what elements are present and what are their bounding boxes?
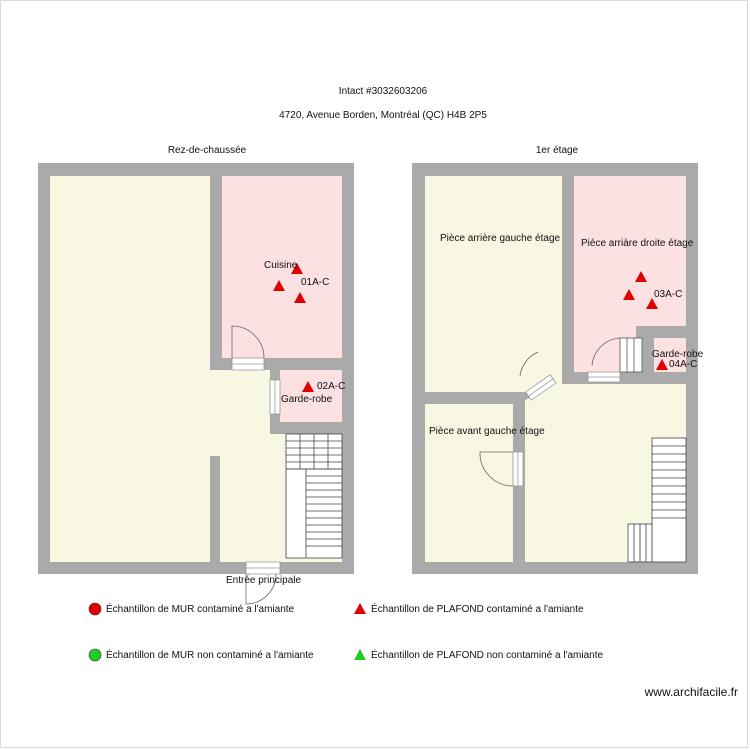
sample-triangle-01c: [294, 292, 306, 303]
upper-closet-stairs: [619, 337, 643, 373]
ground-main-room: [50, 176, 210, 562]
entrance-door: [245, 573, 277, 605]
kitchen-door: [231, 325, 265, 359]
sample-label-01: 01A-C: [301, 277, 330, 288]
upper-floor-label: 1er étage: [535, 145, 579, 156]
room-label-kitchen: Cuisine: [264, 260, 298, 271]
room-label-back-right: Pièce arriàre droite étage: [581, 238, 694, 249]
upper-stairs: [627, 437, 687, 563]
sample-triangle-01b: [273, 280, 285, 291]
room-label-back-left: Pièce arrière gauche étage: [440, 233, 561, 244]
legend-wall-clean: Échantillon de MUR non contaminé a l'ami…: [88, 647, 314, 663]
sample-triangle-01a: [291, 263, 303, 274]
sample-triangle-04: [656, 359, 668, 370]
upper-back-left-room: [425, 176, 562, 392]
red-circle-icon: [88, 602, 102, 616]
red-triangle-icon: [354, 603, 366, 614]
upper-hall: [525, 384, 686, 562]
branding-link[interactable]: www.archifacile.fr: [644, 685, 738, 699]
project-address: 4720, Avenue Borden, Montréal (QC) H4B 2…: [279, 110, 487, 121]
sample-triangle-03b: [623, 289, 635, 300]
green-triangle-icon: [354, 649, 366, 660]
sample-triangle-03c: [646, 298, 658, 309]
upper-back-right-room: [574, 176, 686, 326]
room-label-ground-closet: Garde-robe: [281, 394, 333, 405]
project-title: Intact #3032603206: [338, 86, 428, 97]
entrance-label: Entrée principale: [226, 575, 302, 586]
ground-stairs: [285, 433, 343, 559]
sample-triangle-03a: [635, 271, 647, 282]
legend-ceiling-clean: Échantillon de PLAFOND non contaminé a l…: [353, 647, 603, 663]
sample-label-02: 02A-C: [317, 381, 346, 392]
green-circle-icon: [88, 648, 102, 662]
sample-triangle-02: [302, 381, 314, 392]
sample-label-03: 03A-C: [654, 289, 683, 300]
room-label-upper-closet: Garde-robe: [652, 349, 704, 360]
sample-label-04: 04A-C: [669, 359, 698, 370]
legend-ceiling-contaminated: Échantillon de PLAFOND contaminé a l'ami…: [353, 601, 584, 617]
ground-floor-plan: [38, 163, 354, 605]
upper-floor-plan: [412, 163, 698, 574]
ground-floor-label: Rez-de-chaussée: [167, 145, 247, 156]
ground-closet: [280, 370, 342, 422]
room-label-front-left: Pièce avant gauche étage: [429, 426, 545, 437]
legend-wall-contaminated: Échantillon de MUR contaminé a l'amiante: [88, 601, 294, 617]
